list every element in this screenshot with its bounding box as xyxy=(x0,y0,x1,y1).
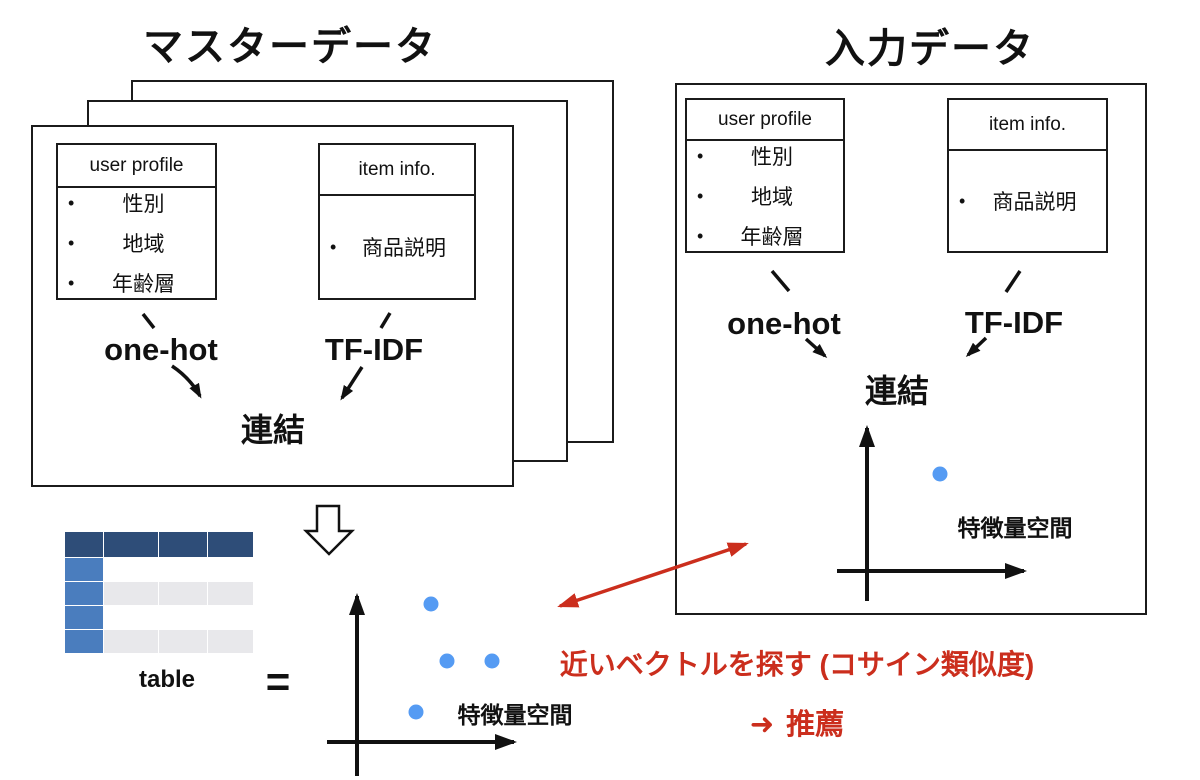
table-cell xyxy=(208,582,253,605)
master-item-info-box: item info. • 商品説明 xyxy=(318,143,476,300)
list-item: • 性別 xyxy=(687,141,843,171)
feature-space-label-master: 特徴量空間 xyxy=(457,702,573,728)
list-item-label: 性別 xyxy=(751,146,793,169)
recommend-label: 推薦 xyxy=(786,709,845,741)
list-item-label: 地域 xyxy=(751,186,793,209)
flow-down-arrow-icon xyxy=(302,504,356,556)
list-item-label: 性別 xyxy=(122,193,165,216)
one-hot-label-master: one-hot xyxy=(104,332,218,367)
recommend-arrow-icon: ➜ xyxy=(749,709,775,741)
list-item: • 商品説明 xyxy=(320,232,474,262)
list-item: • 性別 xyxy=(58,188,215,218)
table-cell xyxy=(159,606,207,629)
table-cell xyxy=(208,558,253,581)
table-cell xyxy=(104,532,158,557)
tf-idf-label-master: TF-IDF xyxy=(324,332,424,367)
table-cell xyxy=(208,606,253,629)
input-item-info-box: item info. • 商品説明 xyxy=(947,98,1108,253)
table-cell xyxy=(104,630,158,653)
table-cell xyxy=(104,582,158,605)
table-label: table xyxy=(138,666,195,693)
table-cell xyxy=(104,606,158,629)
table-cell xyxy=(65,532,103,557)
scatter-dot xyxy=(408,704,424,720)
table-cell xyxy=(65,606,103,629)
box-header: user profile xyxy=(58,145,215,188)
table-cell xyxy=(65,582,103,605)
feature-space-label-input: 特徴量空間 xyxy=(957,515,1073,541)
table-cell xyxy=(159,630,207,653)
tf-idf-label-input: TF-IDF xyxy=(964,305,1064,340)
bullet-icon: • xyxy=(68,273,75,293)
table-cell xyxy=(65,630,103,653)
table-figure xyxy=(65,532,253,653)
bullet-icon: • xyxy=(68,233,75,253)
table-cell xyxy=(208,630,253,653)
bullet-icon: • xyxy=(697,226,704,246)
one-hot-label-input: one-hot xyxy=(727,306,841,341)
box-header: user profile xyxy=(687,100,843,141)
attribute-list: • 商品説明 xyxy=(949,151,1106,251)
box-header: item info. xyxy=(320,145,474,196)
list-item: • 年齢層 xyxy=(687,221,843,251)
list-item-label: 商品説明 xyxy=(362,237,446,260)
bullet-icon: • xyxy=(959,191,966,211)
box-header: item info. xyxy=(949,100,1106,151)
list-item-label: 年齢層 xyxy=(740,226,804,249)
bullet-icon: • xyxy=(697,186,704,206)
bullet-icon: • xyxy=(330,237,337,257)
table-cell xyxy=(104,558,158,581)
table-cell xyxy=(159,558,207,581)
table-cell xyxy=(159,582,207,605)
annotation-recommend-text: ➜ 推薦 xyxy=(440,701,1154,743)
list-item-label: 地域 xyxy=(122,233,165,256)
attribute-list: • 性別 • 地域 • 年齢層 xyxy=(687,141,843,251)
list-item: • 年齢層 xyxy=(58,268,215,298)
list-item: • 地域 xyxy=(58,228,215,258)
attribute-list: • 商品説明 xyxy=(320,196,474,298)
bullet-icon: • xyxy=(68,193,75,213)
input-data-title: 入力データ xyxy=(825,27,1035,71)
table-cell xyxy=(159,532,207,557)
list-item: • 商品説明 xyxy=(949,186,1106,216)
equals-sign: = xyxy=(265,658,291,705)
scatter-dot xyxy=(423,596,439,612)
table-cell xyxy=(208,532,253,557)
attribute-list: • 性別 • 地域 • 年齢層 xyxy=(58,188,215,298)
list-item-label: 商品説明 xyxy=(992,191,1077,214)
list-item-label: 年齢層 xyxy=(112,273,175,296)
bullet-icon: • xyxy=(697,146,704,166)
list-item: • 地域 xyxy=(687,181,843,211)
concat-label-master: 連結 xyxy=(240,412,305,448)
input-user-profile-box: user profile • 性別 • 地域 • 年齢層 xyxy=(685,98,845,253)
annotation-similarity-text: 近いベクトルを探す (コサイン類似度) xyxy=(559,649,1035,680)
master-user-profile-box: user profile • 性別 • 地域 • 年齢層 xyxy=(56,143,217,300)
master-data-title: マスターデータ xyxy=(143,25,437,69)
table-cell xyxy=(65,558,103,581)
concat-label-input: 連結 xyxy=(864,373,929,409)
